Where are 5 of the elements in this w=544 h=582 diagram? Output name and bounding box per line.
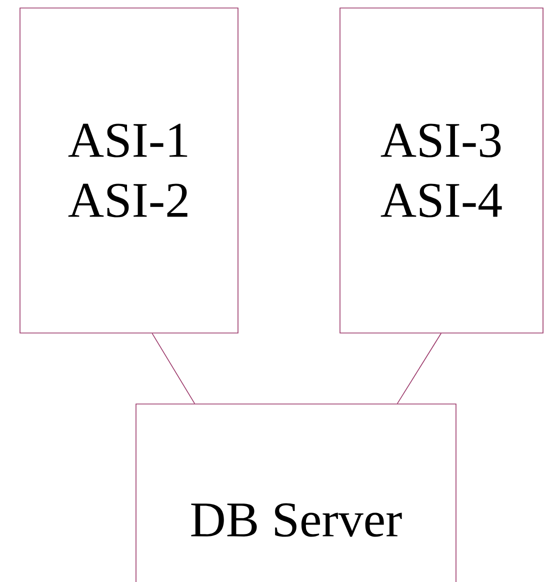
server-box: DB Server	[136, 404, 456, 582]
server-box: ASI-1 ASI-2	[20, 8, 238, 334]
connector-line	[152, 333, 196, 404]
server-box: ASI-3 ASI-4	[340, 8, 544, 334]
connector-line	[396, 333, 442, 404]
